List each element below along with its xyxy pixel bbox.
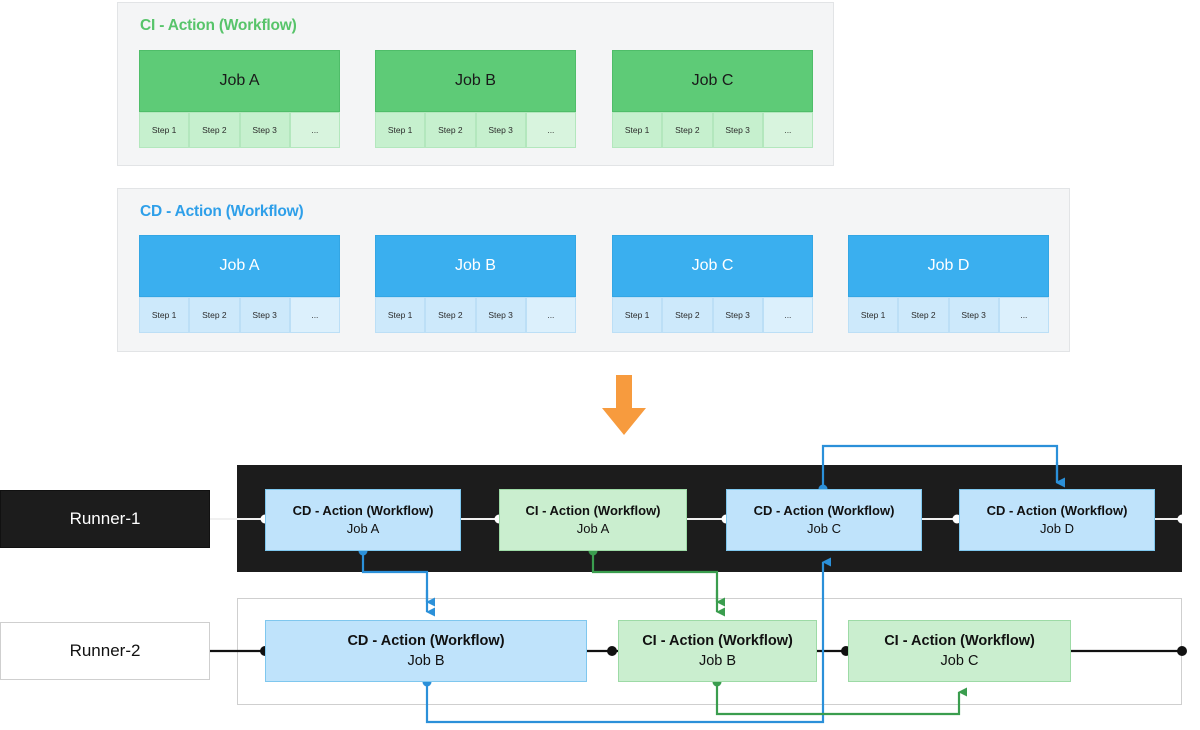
ci-job-c-steps: Step 1 Step 2 Step 3 ... xyxy=(612,112,813,148)
cd-job-c-name: Job C xyxy=(612,235,813,297)
step-cell[interactable]: Step 2 xyxy=(425,112,476,148)
cd-job-d-steps: Step 1 Step 2 Step 3 ... xyxy=(848,297,1049,333)
ci-job-b[interactable]: Job B Step 1 Step 2 Step 3 ... xyxy=(375,50,576,148)
step-cell-more[interactable]: ... xyxy=(289,112,340,148)
cd-job-d-name: Job D xyxy=(848,235,1049,297)
step-cell[interactable]: Step 2 xyxy=(662,297,713,333)
runner1-cd-job-a[interactable]: CD - Action (Workflow) Job A xyxy=(265,489,461,551)
step-cell-more[interactable]: ... xyxy=(525,297,576,333)
ci-job-c[interactable]: Job C Step 1 Step 2 Step 3 ... xyxy=(612,50,813,148)
step-cell-more[interactable]: ... xyxy=(525,112,576,148)
runner1-ci-job-a[interactable]: CI - Action (Workflow) Job A xyxy=(499,489,687,551)
runner2-cd-job-b[interactable]: CD - Action (Workflow) Job B xyxy=(265,620,587,682)
ci-job-a[interactable]: Job A Step 1 Step 2 Step 3 ... xyxy=(139,50,340,148)
cd-job-c[interactable]: Job C Step 1 Step 2 Step 3 ... xyxy=(612,235,813,333)
runner-1-label: Runner-1 xyxy=(69,509,141,528)
step-cell[interactable]: Step 3 xyxy=(239,297,290,333)
workflow-name: CI - Action (Workflow) xyxy=(884,633,1035,649)
step-cell[interactable]: Step 3 xyxy=(475,112,526,148)
job-name: Job A xyxy=(346,521,380,536)
step-cell[interactable]: Step 3 xyxy=(712,112,763,148)
job-name: Job D xyxy=(1040,521,1074,536)
step-cell[interactable]: Step 1 xyxy=(612,112,663,148)
step-cell[interactable]: Step 1 xyxy=(612,297,663,333)
job-name: Job C xyxy=(807,521,841,536)
cd-job-a-name: Job A xyxy=(139,235,340,297)
cd-job-a[interactable]: Job A Step 1 Step 2 Step 3 ... xyxy=(139,235,340,333)
step-cell[interactable]: Step 1 xyxy=(375,297,426,333)
cd-job-d[interactable]: Job D Step 1 Step 2 Step 3 ... xyxy=(848,235,1049,333)
step-cell-more[interactable]: ... xyxy=(762,112,813,148)
ci-job-c-name: Job C xyxy=(612,50,813,112)
down-arrow-icon xyxy=(602,375,646,435)
ci-job-a-steps: Step 1 Step 2 Step 3 ... xyxy=(139,112,340,148)
step-cell-more[interactable]: ... xyxy=(289,297,340,333)
step-cell[interactable]: Step 3 xyxy=(475,297,526,333)
step-cell[interactable]: Step 2 xyxy=(425,297,476,333)
runner-2-label: Runner-2 xyxy=(69,641,141,660)
step-cell[interactable]: Step 1 xyxy=(139,112,190,148)
runner1-cd-job-c[interactable]: CD - Action (Workflow) Job C xyxy=(726,489,922,551)
runner2-ci-job-b[interactable]: CI - Action (Workflow) Job B xyxy=(618,620,817,682)
ci-job-b-name: Job B xyxy=(375,50,576,112)
step-cell-more[interactable]: ... xyxy=(998,297,1049,333)
step-cell[interactable]: Step 1 xyxy=(848,297,899,333)
step-cell[interactable]: Step 2 xyxy=(898,297,949,333)
step-cell-more[interactable]: ... xyxy=(762,297,813,333)
cd-job-c-steps: Step 1 Step 2 Step 3 ... xyxy=(612,297,813,333)
runner-2-box[interactable]: Runner-2 xyxy=(0,622,210,680)
runner2-ci-job-c[interactable]: CI - Action (Workflow) Job C xyxy=(848,620,1071,682)
workflow-name: CD - Action (Workflow) xyxy=(292,503,434,519)
step-cell[interactable]: Step 3 xyxy=(948,297,999,333)
cd-job-a-steps: Step 1 Step 2 Step 3 ... xyxy=(139,297,340,333)
runner1-cd-job-d[interactable]: CD - Action (Workflow) Job D xyxy=(959,489,1155,551)
job-name: Job C xyxy=(940,653,979,669)
cd-job-b-steps: Step 1 Step 2 Step 3 ... xyxy=(375,297,576,333)
job-name: Job A xyxy=(576,521,610,536)
workflow-name: CI - Action (Workflow) xyxy=(642,633,793,649)
ci-panel-title: CI - Action (Workflow) xyxy=(140,17,297,34)
ci-job-a-name: Job A xyxy=(139,50,340,112)
step-cell[interactable]: Step 1 xyxy=(375,112,426,148)
step-cell[interactable]: Step 1 xyxy=(139,297,190,333)
cd-job-b[interactable]: Job B Step 1 Step 2 Step 3 ... xyxy=(375,235,576,333)
runner-1-box[interactable]: Runner-1 xyxy=(0,490,210,548)
workflow-name: CD - Action (Workflow) xyxy=(753,503,895,519)
step-cell[interactable]: Step 2 xyxy=(189,297,240,333)
cd-job-b-name: Job B xyxy=(375,235,576,297)
step-cell[interactable]: Step 3 xyxy=(712,297,763,333)
job-name: Job B xyxy=(407,653,445,669)
step-cell[interactable]: Step 2 xyxy=(189,112,240,148)
job-name: Job B xyxy=(698,653,737,669)
step-cell[interactable]: Step 2 xyxy=(662,112,713,148)
cd-panel-title: CD - Action (Workflow) xyxy=(140,203,304,220)
workflow-name: CD - Action (Workflow) xyxy=(347,633,505,649)
ci-job-b-steps: Step 1 Step 2 Step 3 ... xyxy=(375,112,576,148)
workflow-name: CD - Action (Workflow) xyxy=(986,503,1128,519)
workflow-name: CI - Action (Workflow) xyxy=(525,503,661,519)
step-cell[interactable]: Step 3 xyxy=(239,112,290,148)
